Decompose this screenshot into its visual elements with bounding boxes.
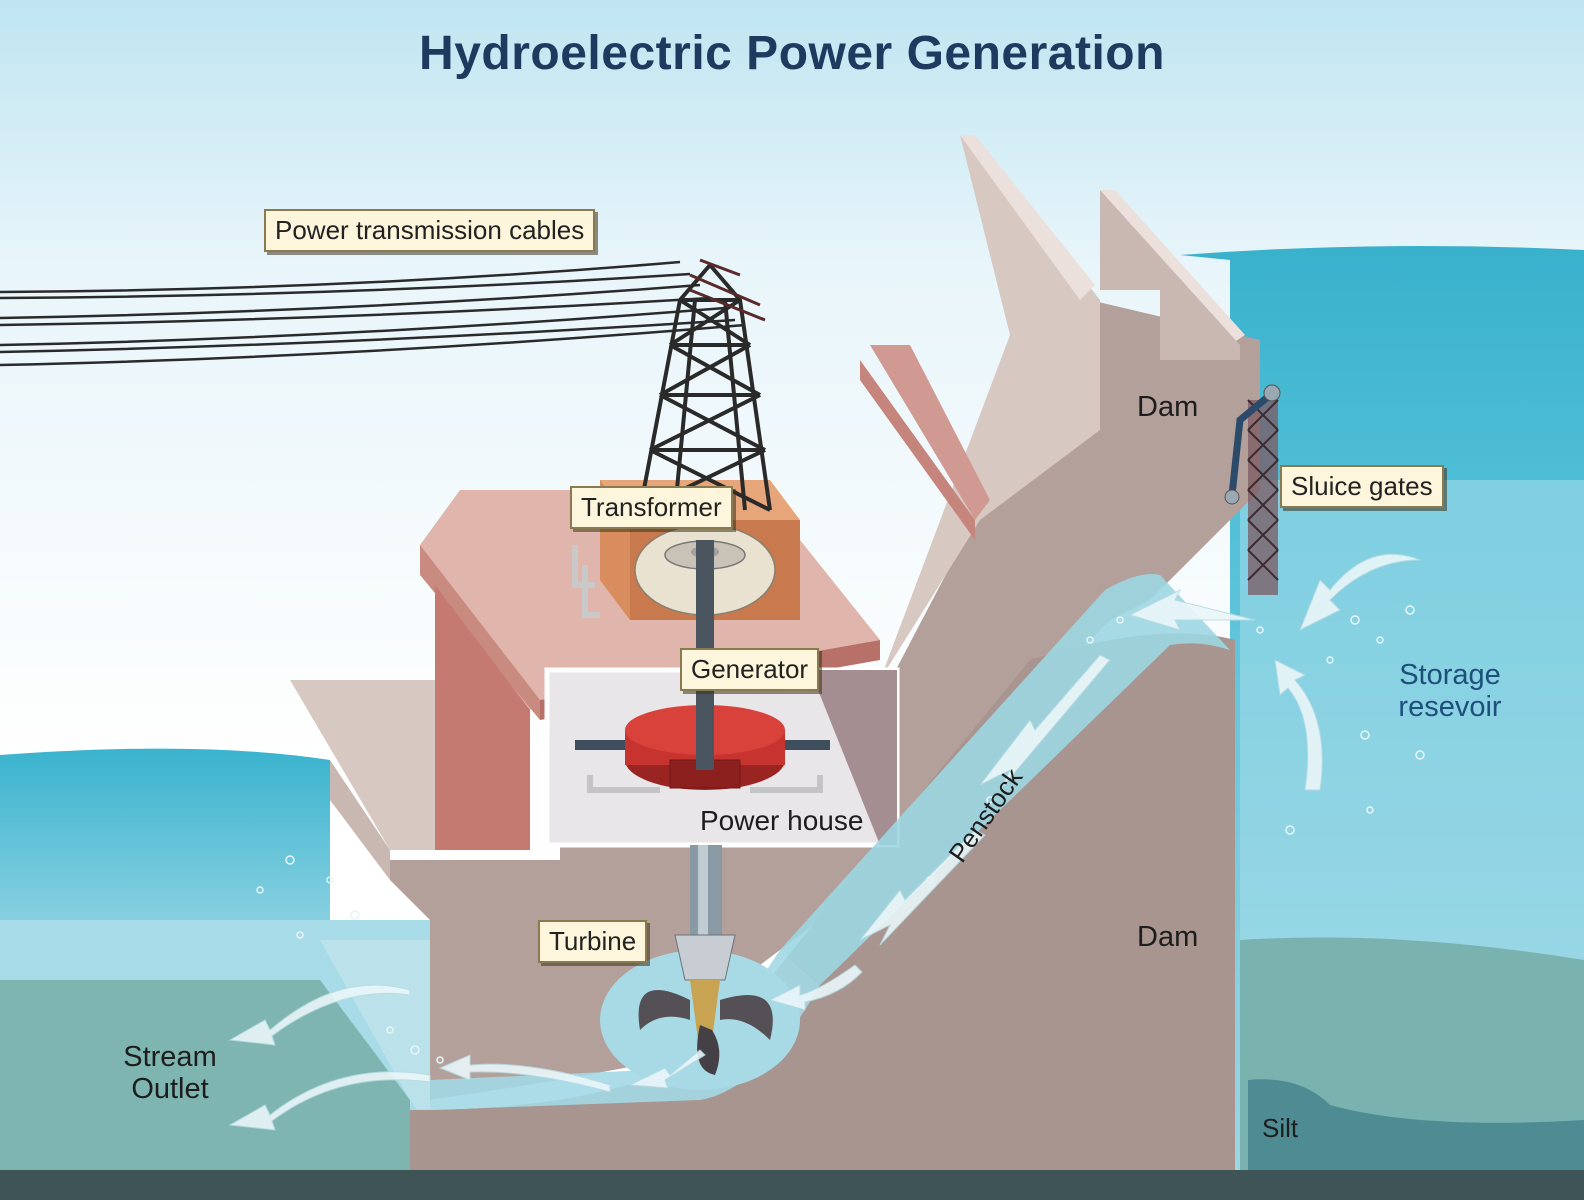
sluice-gate-icon bbox=[1224, 384, 1281, 595]
label-power-house: Power house bbox=[700, 805, 864, 836]
storage-line1: Storage bbox=[1399, 659, 1501, 691]
power-cables bbox=[0, 260, 746, 367]
label-turbine: Turbine bbox=[538, 920, 648, 964]
bubbles bbox=[256, 605, 1425, 1064]
label-dam-upper: Dam bbox=[1137, 391, 1199, 423]
label-generator: Generator bbox=[680, 648, 820, 692]
page-title: Hydroelectric Power Generation bbox=[419, 27, 1165, 80]
ground bbox=[0, 1170, 1584, 1200]
label-sluice-gates: Sluice gates bbox=[1280, 465, 1444, 509]
storage-line2: resevoir bbox=[1398, 690, 1502, 723]
flow-arrows bbox=[228, 553, 1421, 1131]
label-transformer: Transformer bbox=[570, 486, 733, 530]
stream-line2: Outlet bbox=[131, 1072, 209, 1105]
stream-outlet-water bbox=[0, 748, 330, 940]
label-dam-lower: Dam bbox=[1137, 921, 1199, 953]
label-silt: Silt bbox=[1262, 1113, 1299, 1143]
turbine-icon bbox=[638, 934, 773, 1075]
label-power-cables: Power transmission cables bbox=[264, 209, 596, 253]
silt-layer bbox=[1248, 1079, 1584, 1175]
label-stream-outlet: Stream Outlet bbox=[105, 1041, 235, 1106]
stream-line1: Stream bbox=[123, 1041, 217, 1073]
dam-spillway bbox=[520, 135, 1100, 680]
label-storage-reservoir: Storage resevoir bbox=[1380, 659, 1520, 724]
